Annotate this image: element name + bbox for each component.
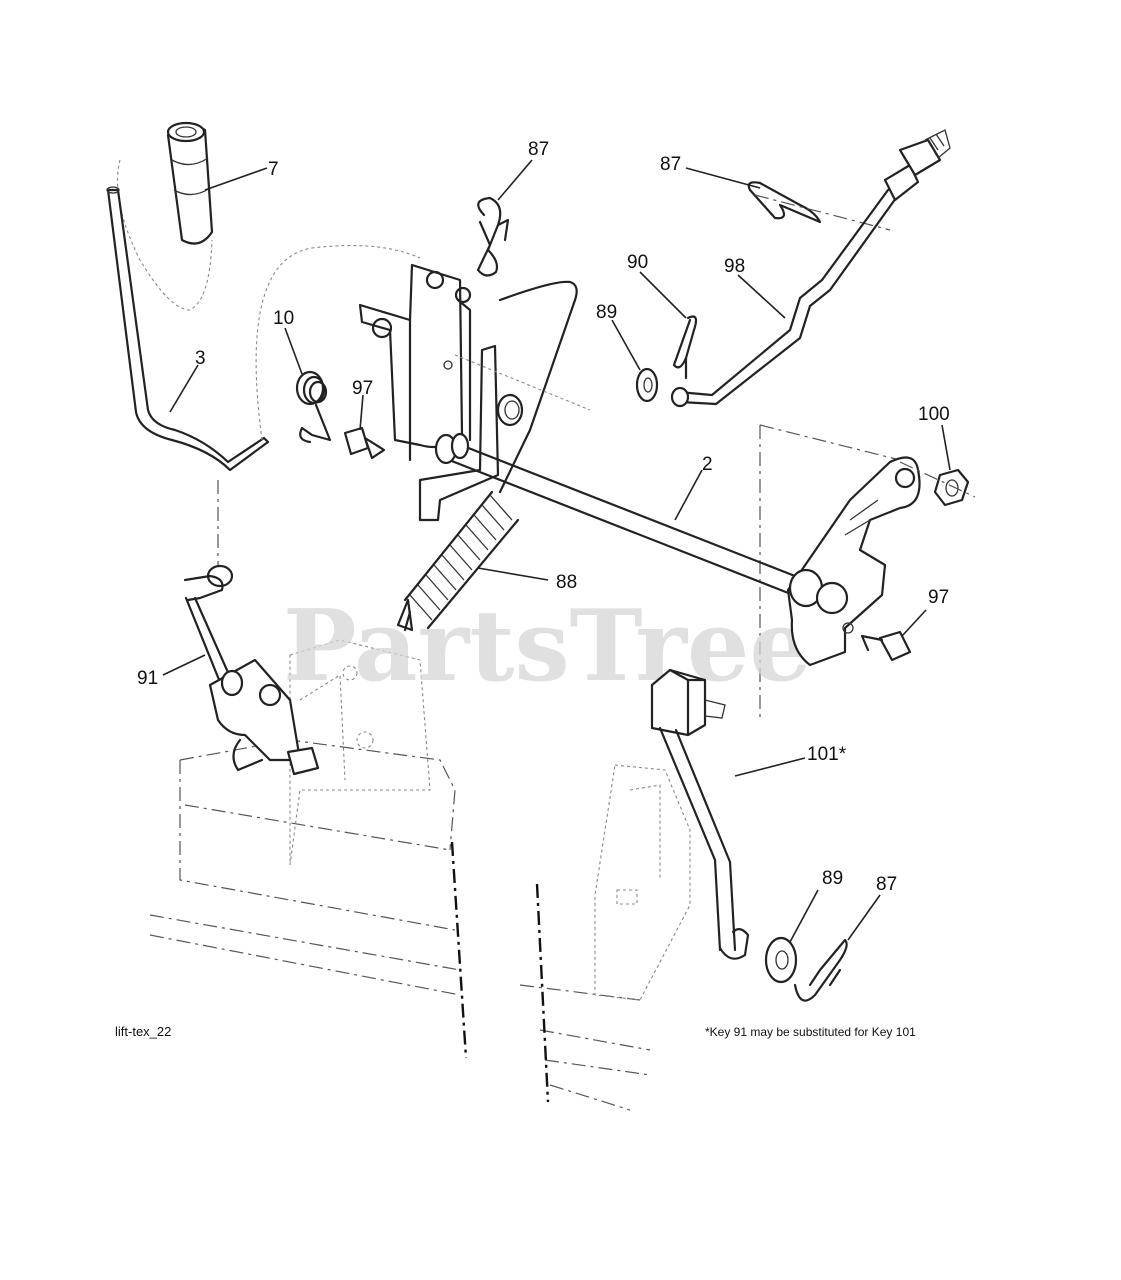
- leader-lines: [162, 159, 951, 943]
- lift-lever-part: [106, 186, 270, 472]
- callout-88: 88: [556, 572, 577, 593]
- callout-89-bottom: 89: [822, 868, 843, 889]
- callout-90: 90: [627, 252, 648, 273]
- callout-10: 10: [273, 308, 294, 329]
- callout-87-top: 87: [528, 139, 549, 160]
- washer-part-bottom: [764, 936, 798, 984]
- deck-bracket-right: [594, 764, 691, 1001]
- lower-link-part-right: [650, 668, 750, 960]
- figure-id: lift-tex_22: [115, 1024, 172, 1039]
- torsion-spring-part: [295, 370, 332, 444]
- handle-grip-part: [166, 121, 214, 245]
- callout-labels: 7 3 10 97 87 87 90 98 89 100 2 88 97 91 …: [137, 139, 950, 895]
- callout-97-upper: 97: [352, 378, 373, 399]
- washer-part-top: [635, 367, 659, 403]
- lift-arm-part: [786, 456, 921, 667]
- adjusting-rod-part: [670, 129, 951, 408]
- extension-spring-part: [396, 280, 578, 632]
- watermark: PartsTree: [283, 589, 812, 704]
- mower-deck-outline: [149, 424, 901, 1111]
- callout-87-bottom: 87: [876, 874, 897, 895]
- hairpin-clip-part-right: [747, 181, 891, 231]
- nut-part: [933, 468, 970, 507]
- callout-97-lower: 97: [928, 587, 949, 608]
- cotter-pin-part: [672, 315, 698, 380]
- deck-bracket-left: [289, 639, 431, 866]
- lift-shaft-part: [434, 432, 802, 598]
- pivot-bracket-part: [358, 263, 524, 522]
- bolt-part-lower: [860, 630, 912, 662]
- callout-100: 100: [918, 404, 950, 425]
- callout-89-top: 89: [596, 302, 617, 323]
- bolt-part-upper: [343, 426, 386, 460]
- lever-fit-path: [255, 245, 421, 441]
- callout-3: 3: [195, 348, 206, 369]
- callout-98: 98: [724, 256, 745, 277]
- callout-87-right: 87: [660, 154, 681, 175]
- callout-2: 2: [702, 454, 713, 475]
- hairpin-clip-part-bottom: [793, 938, 848, 1002]
- lower-link-part-left: [183, 564, 320, 776]
- nut-axis-line: [899, 461, 976, 498]
- callout-91: 91: [137, 668, 158, 689]
- callout-101: 101*: [807, 744, 847, 765]
- spring-fit-path: [454, 354, 591, 411]
- hairpin-clip-part-top: [476, 196, 510, 277]
- callout-7: 7: [268, 159, 279, 180]
- substitution-note: *Key 91 may be substituted for Key 101: [705, 1025, 916, 1039]
